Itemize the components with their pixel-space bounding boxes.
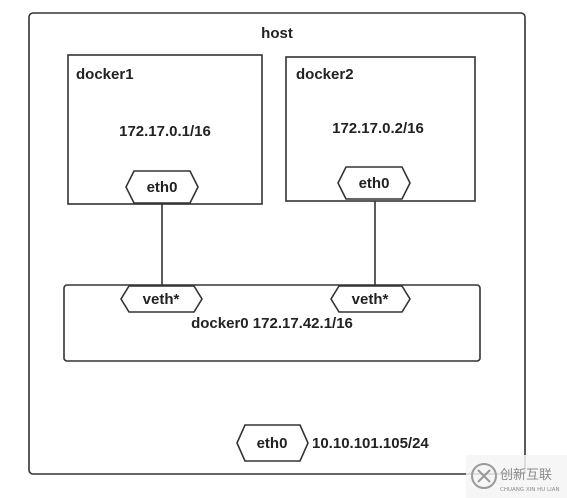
host-eth0-label: eth0 xyxy=(257,435,288,452)
docker2-eth0-interface xyxy=(337,166,411,200)
docker2-ip: 172.17.0.2/16 xyxy=(332,120,424,137)
veth-right-interface xyxy=(330,285,411,313)
watermark: 创新互联 CHUANG XIN HU LIAN xyxy=(466,455,567,498)
docker1-eth0-interface xyxy=(125,170,199,204)
watermark-subtext: CHUANG XIN HU LIAN xyxy=(500,487,560,493)
veth-left-label: veth* xyxy=(143,291,180,308)
veth-left-interface xyxy=(120,285,203,313)
docker1-ip: 172.17.0.1/16 xyxy=(119,123,211,140)
host-eth0-ip: 10.10.101.105/24 xyxy=(312,435,429,452)
docker2-label: docker2 xyxy=(296,66,354,83)
docker2-eth0-label: eth0 xyxy=(359,175,390,192)
docker0-bridge-label: docker0 172.17.42.1/16 xyxy=(191,315,353,332)
watermark-logo-icon xyxy=(471,463,497,489)
host-label: host xyxy=(261,25,293,42)
docker1-eth0-label: eth0 xyxy=(147,179,178,196)
veth-right-label: veth* xyxy=(352,291,389,308)
watermark-text: 创新互联 xyxy=(500,467,552,483)
docker1-label: docker1 xyxy=(76,66,134,83)
host-eth0-interface xyxy=(236,424,309,462)
